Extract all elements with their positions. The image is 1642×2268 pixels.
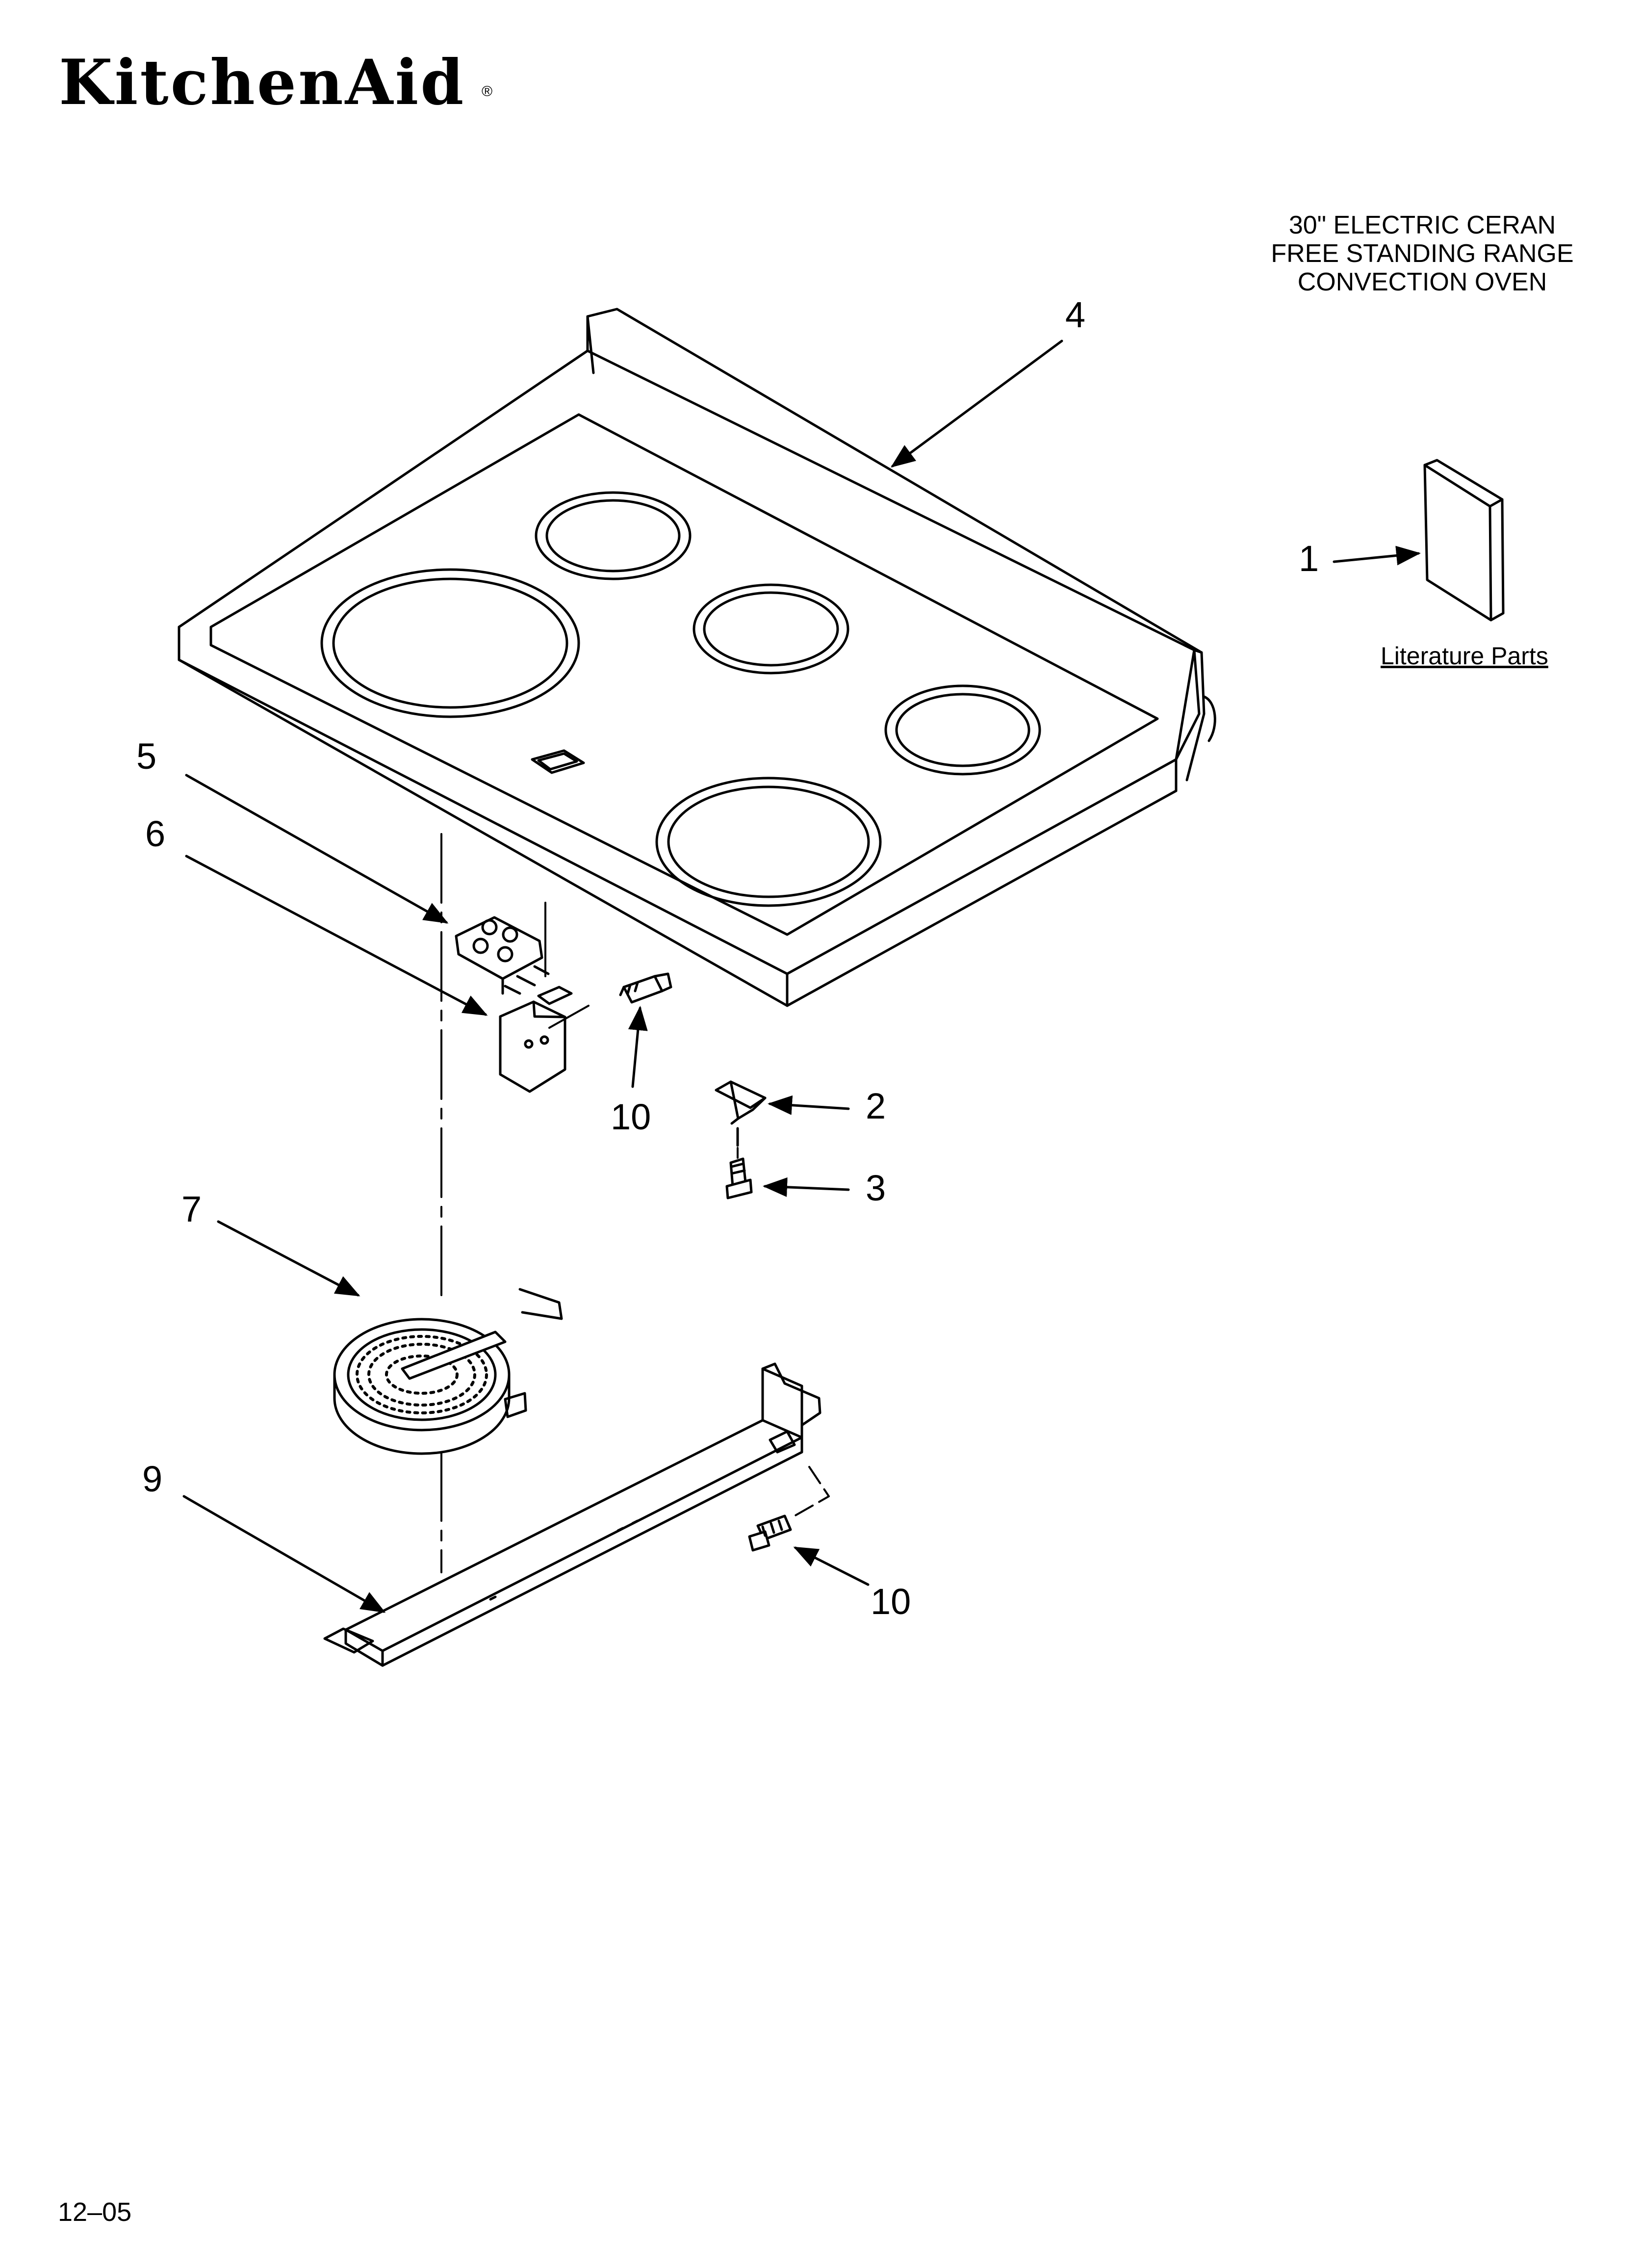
clip-screw (725, 1157, 753, 1199)
leader-arrows (182, 339, 1421, 1613)
callout-4: 4 (1065, 294, 1086, 335)
callout-1: 1 (1299, 538, 1319, 579)
callout-2: 2 (866, 1086, 886, 1126)
support-brace (323, 1362, 821, 1667)
callout-9: 9 (142, 1459, 163, 1499)
burner-ring-small-right (884, 684, 1041, 776)
screw-lower (748, 1514, 792, 1552)
callout-10-lower: 10 (871, 1581, 911, 1622)
burner-ring-center (693, 583, 849, 675)
cooktop-main-top (178, 308, 1216, 1007)
terminal-bracket (499, 986, 573, 1093)
literature-parts-booklet (1423, 459, 1505, 622)
radiant-burner-element (333, 1288, 563, 1455)
mounting-clip (715, 1080, 767, 1147)
callout-3: 3 (866, 1168, 886, 1208)
title-line-2: FREE STANDING RANGE (1271, 239, 1574, 268)
literature-parts-label: Literature Parts (1381, 642, 1548, 670)
hot-surface-indicator-window (531, 749, 585, 774)
title-line-1: 30" ELECTRIC CERAN (1288, 211, 1556, 239)
screw-upper (619, 972, 672, 1004)
burner-ring-small-top (535, 491, 692, 580)
callout-7: 7 (181, 1189, 202, 1229)
title-line-3: CONVECTION OVEN (1297, 268, 1547, 296)
burner-ring-large-front (655, 777, 882, 907)
kitchenaid-logo: KitchenAid (59, 46, 466, 119)
callout-10-upper: 10 (611, 1096, 651, 1137)
terminal-block (455, 916, 550, 995)
footer-date-code: 12–05 (58, 2197, 132, 2227)
registered-mark: ® (482, 83, 493, 100)
burner-ring-large-left (320, 568, 580, 718)
callout-5: 5 (136, 736, 157, 777)
callout-6: 6 (145, 813, 166, 854)
diagram-title: 30" ELECTRIC CERAN FREE STANDING RANGE C… (1246, 211, 1599, 296)
assembly-guide-lines (440, 833, 830, 1573)
